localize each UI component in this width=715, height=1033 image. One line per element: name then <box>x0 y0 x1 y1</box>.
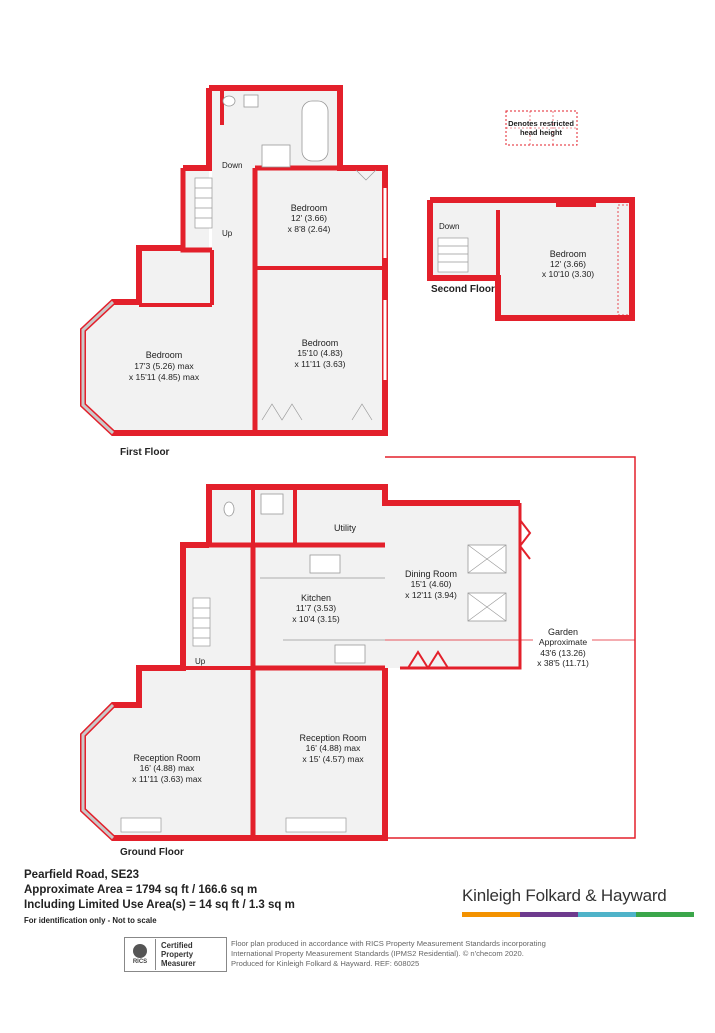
room-dim1: 16' (4.88) max <box>306 743 361 753</box>
room-name: Bedroom <box>291 203 328 213</box>
room-bedroom-b: Bedroom 15'10 (4.83) x 11'11 (3.63) <box>294 338 345 369</box>
rics-cert-text: Certified Property Measurer <box>156 941 196 968</box>
restricted-height-legend: Denotes restricted head height <box>505 110 578 146</box>
brand-color-green <box>636 912 694 917</box>
brand-color-bar <box>462 912 694 917</box>
room-name: Reception Room <box>299 733 366 743</box>
legend-text-line2: head height <box>520 128 563 137</box>
ground-floor-up-label: Up <box>195 657 206 666</box>
legend-text-line1: Denotes restricted <box>508 119 574 128</box>
room-reception-left: Reception Room 16' (4.88) max x 11'11 (3… <box>132 753 202 784</box>
room-bedroom-c: Bedroom 17'3 (5.26) max x 15'11 (4.85) m… <box>129 350 200 382</box>
ground-floor-plan: Up Utility Dining Room 15'1 (4.60) x 12'… <box>80 456 636 858</box>
room-dim1: 16' (4.88) max <box>140 763 195 773</box>
disclaimer-line1: Floor plan produced in accordance with R… <box>231 939 546 948</box>
room-name: Bedroom <box>550 249 587 259</box>
garden-area: Garden Approximate 43'6 (13.26) x 38'5 (… <box>537 627 589 668</box>
room-name: Bedroom <box>146 350 183 360</box>
scale-note: For identification only - Not to scale <box>24 916 157 925</box>
ground-floor-label: Ground Floor <box>120 847 184 858</box>
room-dim1: 15'1 (4.60) <box>411 579 452 589</box>
room-dim2: x 38'5 (11.71) <box>537 658 589 668</box>
room-second-bedroom: Bedroom 12' (3.66) x 10'10 (3.30) <box>542 249 594 279</box>
rics-badge: RICS Certified Property Measurer <box>124 937 227 972</box>
room-dim2: x 8'8 (2.64) <box>288 224 331 234</box>
rics-line1: Certified <box>161 941 193 950</box>
first-floor-plan: Down Up Bedroom 12' (3.66) x 8'8 (2.64) … <box>80 85 388 458</box>
room-dim1: 11'7 (3.53) <box>296 603 336 613</box>
room-dining: Dining Room 15'1 (4.60) x 12'11 (3.94) <box>405 569 457 600</box>
property-address: Pearfield Road, SE23 <box>24 869 140 881</box>
property-info: Pearfield Road, SE23 Approximate Area = … <box>24 868 295 925</box>
room-kitchen: Kitchen 11'7 (3.53) x 10'4 (3.15) <box>292 593 340 624</box>
disclaimer-line3: Produced for Kinleigh Folkard & Hayward.… <box>231 959 420 968</box>
rics-logo-icon: RICS <box>125 939 156 970</box>
disclaimer-line2: International Property Measurement Stand… <box>231 949 524 958</box>
room-dim1: 43'6 (13.26) <box>540 648 586 658</box>
first-floor-up-label: Up <box>222 229 233 238</box>
room-dim2: x 15'11 (4.85) max <box>129 372 200 382</box>
agent-brand: Kinleigh Folkard & Hayward <box>462 886 694 917</box>
rics-emblem-icon <box>133 944 147 958</box>
limited-use-area: Including Limited Use Area(s) = 14 sq ft… <box>24 899 295 911</box>
room-dim2: x 11'11 (3.63) <box>294 359 345 369</box>
first-floor-down-label: Down <box>222 161 242 170</box>
approximate-area: Approximate Area = 1794 sq ft / 166.6 sq… <box>24 884 258 896</box>
agent-name: Kinleigh Folkard & Hayward <box>462 886 667 905</box>
room-dim1: 15'10 (4.83) <box>297 348 343 358</box>
room-name: Dining Room <box>405 569 457 579</box>
room-dim2: x 15' (4.57) max <box>302 754 364 764</box>
room-reception-right: Reception Room 16' (4.88) max x 15' (4.5… <box>299 733 366 764</box>
room-dim2: x 10'4 (3.15) <box>292 614 340 624</box>
room-dim2: x 12'11 (3.94) <box>405 590 457 600</box>
room-name: Kitchen <box>301 593 331 603</box>
room-dim2: x 10'10 (3.30) <box>542 269 594 279</box>
room-bedroom-a: Bedroom 12' (3.66) x 8'8 (2.64) <box>288 203 331 234</box>
floor-plan-drawing: Denotes restricted head height <box>80 85 636 858</box>
first-floor-label: First Floor <box>120 447 170 458</box>
rics-logo-text: RICS <box>132 959 148 965</box>
brand-color-orange <box>462 912 520 917</box>
brand-color-teal <box>578 912 636 917</box>
ground-floor-area <box>83 487 520 838</box>
room-dim1: 17'3 (5.26) max <box>134 361 194 371</box>
room-line2: Approximate <box>539 637 587 647</box>
rics-line3: Measurer <box>161 959 196 968</box>
room-name: Garden <box>548 627 578 637</box>
room-name: Utility <box>334 523 356 533</box>
first-floor-area <box>83 88 385 433</box>
rics-line2: Property <box>161 950 194 959</box>
second-floor-plan: Down Bedroom 12' (3.66) x 10'10 (3.30) S… <box>427 197 635 321</box>
room-utility: Utility <box>334 523 356 533</box>
brand-color-purple <box>520 912 578 917</box>
room-name: Bedroom <box>302 338 339 348</box>
second-floor-label: Second Floor <box>431 284 495 295</box>
room-dim1: 12' (3.66) <box>550 259 586 269</box>
room-name: Reception Room <box>133 753 200 763</box>
room-dim1: 12' (3.66) <box>291 213 327 223</box>
room-dim2: x 11'11 (3.63) max <box>132 774 202 784</box>
disclaimer-text: Floor plan produced in accordance with R… <box>231 939 611 969</box>
second-floor-down-label: Down <box>439 222 459 231</box>
